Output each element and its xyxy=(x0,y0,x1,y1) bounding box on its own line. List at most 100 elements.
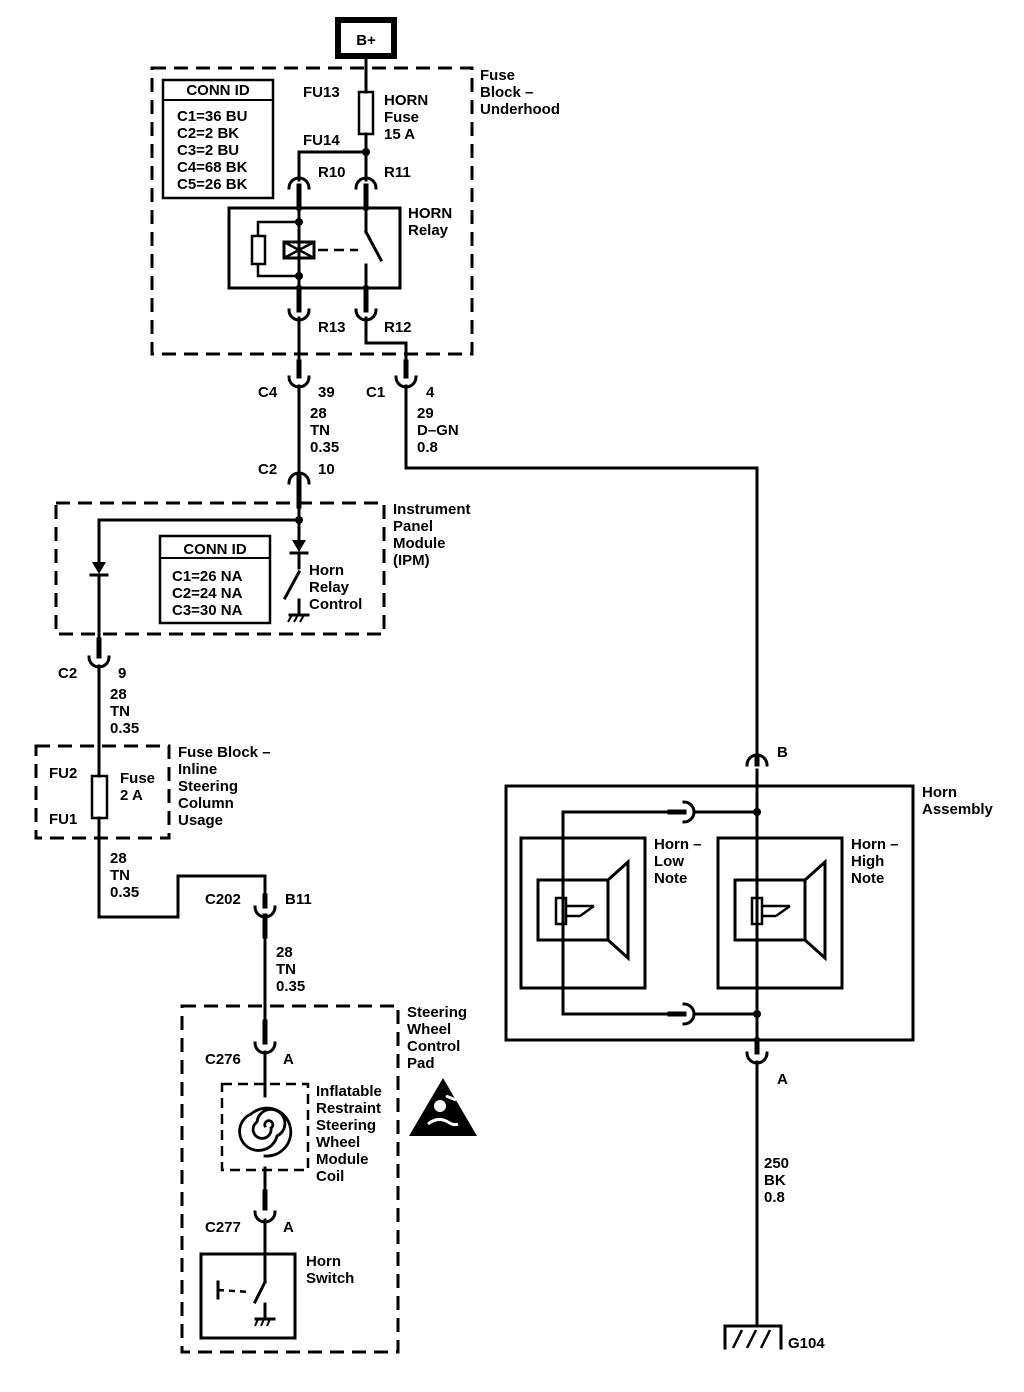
wire-28-tn-a-size: 0.35 xyxy=(310,439,339,456)
horn-assembly: B Horn Assembly Horn – Low Note xyxy=(504,744,994,1088)
c1-label: C1 xyxy=(366,384,385,401)
horn-relay-label-2: Relay xyxy=(408,222,449,239)
inline-fuse-title-4: Column xyxy=(178,795,234,812)
inline-fuse-title-1: Fuse Block – xyxy=(178,744,271,761)
wire-28-tn-a-color: TN xyxy=(310,422,330,439)
wire-29-dgn-size: 0.8 xyxy=(417,439,438,456)
connector-c277: C277 A xyxy=(205,1210,294,1236)
horn-switch: Horn Switch xyxy=(199,1252,354,1340)
connector-c1: C1 4 xyxy=(366,359,435,401)
inline-fuse-label-1: Fuse xyxy=(120,770,155,787)
c276-label: C276 xyxy=(205,1051,241,1068)
connector-c202: C202 B11 xyxy=(205,891,312,939)
r11-label: R11 xyxy=(384,164,411,181)
wire-28-tn-d-size: 0.35 xyxy=(276,978,305,995)
ipm-title-3: Module xyxy=(393,535,446,552)
r10-connector xyxy=(287,176,311,190)
fu13-label: FU13 xyxy=(303,84,340,101)
ground-label: G104 xyxy=(788,1335,825,1352)
instrument-panel-module: Instrument Panel Module (IPM) Horn Relay… xyxy=(54,501,471,642)
high-note-label-2: High xyxy=(851,853,884,870)
underhood-conn-id-table: CONN ID C1=36 BU C2=2 BK C3=2 BU C4=68 B… xyxy=(161,78,275,200)
fuse-block-underhood-title-2: Block – xyxy=(480,84,533,101)
wire-28-tn-b-color: TN xyxy=(110,703,130,720)
connector-c276: C276 A xyxy=(205,1019,294,1068)
horn-relay-control-label-3: Control xyxy=(309,596,362,613)
underhood-conn-c5: C5=26 BK xyxy=(177,176,248,193)
c2-top-pin: 10 xyxy=(318,461,335,478)
coil-label-5: Module xyxy=(316,1151,369,1168)
horn-low-note: Horn – Low Note xyxy=(519,836,702,990)
wire-28-tn-d-color: TN xyxy=(276,961,296,978)
high-note-label-3: Note xyxy=(851,870,884,887)
steering-wheel-control-pad: Steering Wheel Control Pad C276 A Inflat… xyxy=(180,1004,477,1354)
c2-bottom-pin: 9 xyxy=(118,665,126,682)
r10-label: R10 xyxy=(318,164,346,181)
fuse-block-underhood-title-3: Underhood xyxy=(480,101,560,118)
inflatable-restraint-coil: Inflatable Restraint Steering Wheel Modu… xyxy=(220,1082,382,1185)
battery-label: B+ xyxy=(356,32,376,49)
underhood-conn-c4: C4=68 BK xyxy=(177,159,248,176)
c4-pin: 39 xyxy=(318,384,335,401)
c202-label: C202 xyxy=(205,891,241,908)
low-note-label-2: Low xyxy=(654,853,684,870)
ipm-conn-c1: C1=26 NA xyxy=(172,568,243,585)
ipm-ground-icon xyxy=(287,613,310,623)
fuse-block-inline: Fuse Block – Inline Steering Column Usag… xyxy=(34,744,271,840)
steering-pad-title-3: Control xyxy=(407,1038,460,1055)
inline-fuse-title-2: Inline xyxy=(178,761,217,778)
ipm-title-2: Panel xyxy=(393,518,433,535)
horn-relay-label-1: HORN xyxy=(408,205,452,222)
inline-fuse-title-5: Usage xyxy=(178,812,223,829)
fu14-label: FU14 xyxy=(303,132,340,149)
airbag-warning-icon xyxy=(409,1078,477,1136)
horn-pin-a-label: A xyxy=(777,1071,788,1088)
ipm-conn-title: CONN ID xyxy=(183,541,247,558)
c2-bottom-label: C2 xyxy=(58,665,77,682)
underhood-conn-title: CONN ID xyxy=(186,82,250,99)
horn-fuse-label-1: HORN xyxy=(384,92,428,109)
wire-28-tn-c-color: TN xyxy=(110,867,130,884)
horn-switch-label-1: Horn xyxy=(306,1253,341,1270)
coil-label-3: Steering xyxy=(316,1117,376,1134)
wire-28-tn-b-size: 0.35 xyxy=(110,720,139,737)
c202-pin: B11 xyxy=(285,891,312,908)
coil-label-6: Coil xyxy=(316,1168,344,1185)
ipm-conn-id-table: CONN ID C1=26 NA C2=24 NA C3=30 NA xyxy=(158,534,272,625)
coil-label-1: Inflatable xyxy=(316,1083,382,1100)
fu1-label: FU1 xyxy=(49,811,77,828)
inline-fuse-label-2: 2 A xyxy=(120,787,143,804)
horn-switch-label-2: Switch xyxy=(306,1270,354,1287)
ipm-title-1: Instrument xyxy=(393,501,471,518)
inline-fuse-symbol xyxy=(90,774,109,820)
horn-fuse-label-2: Fuse xyxy=(384,109,419,126)
underhood-conn-c3: C3=2 BU xyxy=(177,142,239,159)
horn-assembly-title-2: Assembly xyxy=(922,801,994,818)
horn-pin-b-label: B xyxy=(777,744,788,761)
wire-29-dgn-color: D–GN xyxy=(417,422,459,439)
horn-high-note: Horn – High Note xyxy=(716,836,899,990)
wire-28-tn-d-circuit: 28 xyxy=(276,944,293,961)
wire-250-bk-size: 0.8 xyxy=(764,1189,785,1206)
wire-250-bk-color: BK xyxy=(764,1172,786,1189)
low-note-label-1: Horn – xyxy=(654,836,702,853)
fuse-block-underhood: Fuse Block – Underhood CONN ID C1=36 BU … xyxy=(150,54,560,374)
fuse-block-underhood-title-1: Fuse xyxy=(480,67,515,84)
r11-connector xyxy=(354,176,378,190)
connector-c4: C4 39 xyxy=(258,359,335,401)
inline-fuse-title-3: Steering xyxy=(178,778,238,795)
c4-label: C4 xyxy=(258,384,278,401)
wire-28-tn-c-circuit: 28 xyxy=(110,850,127,867)
wire-29-dgn-circuit: 29 xyxy=(417,405,434,422)
ipm-title-4: (IPM) xyxy=(393,552,430,569)
r13-label: R13 xyxy=(318,319,346,336)
horn-assembly-title-1: Horn xyxy=(922,784,957,801)
wire-250-bk-circuit: 250 xyxy=(764,1155,789,1172)
underhood-conn-c1: C1=36 BU xyxy=(177,108,247,125)
steering-pad-title-2: Wheel xyxy=(407,1021,451,1038)
underhood-conn-c2: C2=2 BK xyxy=(177,125,239,142)
horn-connector-b xyxy=(745,753,769,767)
coil-label-4: Wheel xyxy=(316,1134,360,1151)
horn-relay-control-label-2: Relay xyxy=(309,579,350,596)
